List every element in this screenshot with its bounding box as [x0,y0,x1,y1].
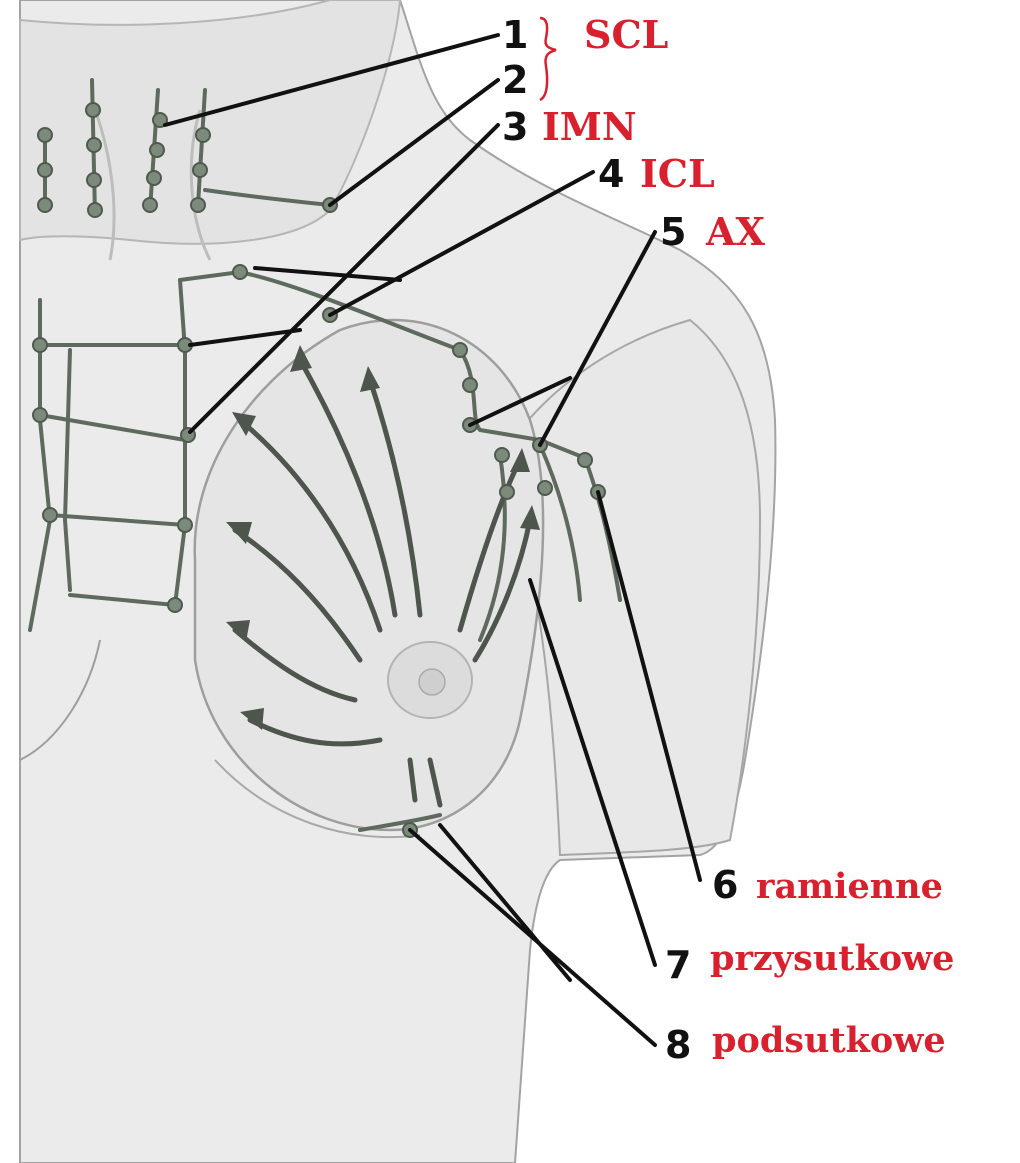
lymph-node [193,163,207,177]
label-7-text: przysutkowe [710,938,954,979]
lymph-node [463,378,477,392]
label-6-text: ramienne [756,866,943,907]
lymph-node [233,265,247,279]
lymph-node [87,138,101,152]
label-6-number: 6 [712,863,738,907]
lymph-node [196,128,210,142]
lymph-node [38,128,52,142]
label-5-text: AX [705,209,765,254]
label-8-number: 8 [665,1023,691,1067]
lymph-node [147,171,161,185]
lymph-node [43,508,57,522]
label-1-number: 1 [502,13,528,57]
lymph-node [86,103,100,117]
label-7-number: 7 [665,943,691,987]
lymph-node [88,203,102,217]
label-4-text: ICL [640,151,715,196]
label-3-number: 3 [502,105,528,149]
lymph-node [38,198,52,212]
lymph-node [495,448,509,462]
lymph-node [33,338,47,352]
lymph-node [578,453,592,467]
shoulder-arm [520,320,760,855]
label-2-number: 2 [502,58,528,102]
label-1-text: SCL [584,12,668,57]
label-3-text: IMN [542,104,637,149]
lymph-node [178,518,192,532]
label-8-text: podsutkowe [712,1020,946,1061]
lymph-node [538,481,552,495]
lymph-node [38,163,52,177]
lymph-node [191,198,205,212]
lymph-node [500,485,514,499]
lymph-node [453,343,467,357]
lymph-node [168,598,182,612]
nipple [419,669,445,695]
lymph-node [143,198,157,212]
label-5-number: 5 [660,210,686,254]
lymph-node [150,143,164,157]
lymph-node [33,408,47,422]
lymph-node [87,173,101,187]
label-4-number: 4 [598,152,624,196]
